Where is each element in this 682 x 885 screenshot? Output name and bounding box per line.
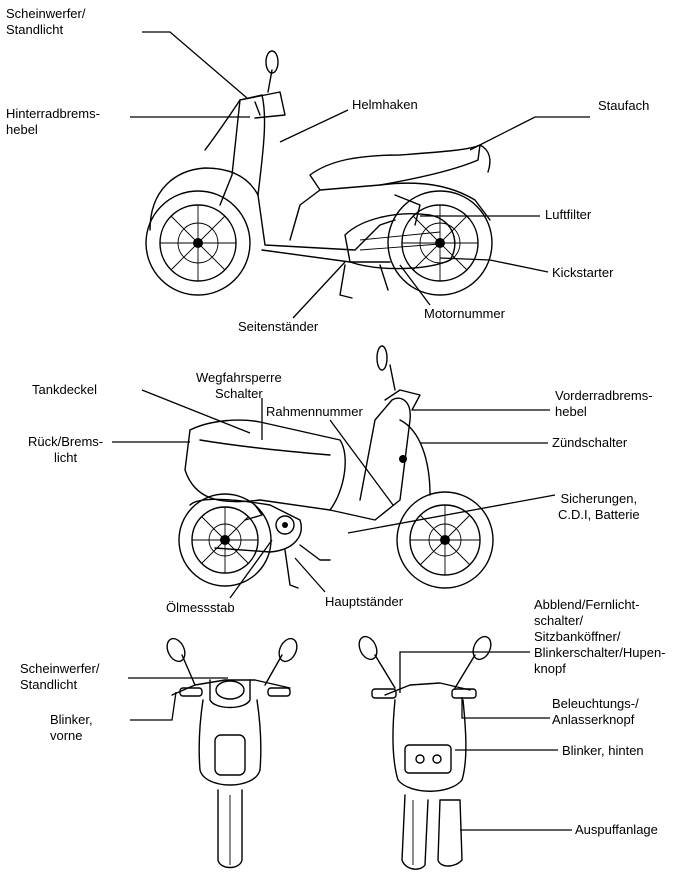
- label-line: Beleuchtungs-/: [552, 696, 639, 711]
- label-line: Ölmessstab: [166, 600, 235, 615]
- label-line: knopf: [534, 661, 566, 676]
- label-scheinwerfer-standlicht-top: Scheinwerfer/ Standlicht: [6, 6, 85, 38]
- label-line: Zündschalter: [552, 435, 628, 450]
- label-line: Sitzbanköffner/: [534, 629, 621, 644]
- label-line: Blinkerschalter/Hupen-: [534, 645, 666, 660]
- label-line: Wegfahrsperre: [196, 370, 282, 385]
- label-line: Hinterradbrems-: [6, 106, 100, 121]
- label-line: Standlicht: [6, 22, 64, 37]
- label-sicherungen-cdi-batterie: Sicherungen, C.D.I, Batterie: [558, 491, 640, 523]
- label-line: Standlicht: [20, 677, 78, 692]
- label-line: Rück/Brems-: [28, 434, 104, 449]
- label-scheinwerfer-standlicht-bottom: Scheinwerfer/ Standlicht: [20, 661, 99, 693]
- label-line: Anlasserknopf: [552, 712, 635, 727]
- label-vorderradbremshebel: Vorderradbrems- hebel: [555, 388, 653, 420]
- label-zuendschalter: Zündschalter: [552, 435, 627, 451]
- label-line: Rahmennummer: [266, 404, 363, 419]
- label-line: hebel: [555, 404, 587, 419]
- label-line: C.D.I, Batterie: [558, 507, 640, 522]
- label-rahmennummer: Rahmennummer: [266, 404, 363, 420]
- label-wegfahrsperre-schalter: Wegfahrsperre Schalter: [196, 370, 282, 402]
- label-blinker-hinten: Blinker, hinten: [562, 743, 644, 759]
- label-line: Tankdeckel: [32, 382, 98, 397]
- label-motornummer: Motornummer: [424, 306, 505, 322]
- scooter-front-view: [166, 637, 298, 869]
- label-rueck-bremslicht: Rück/Brems- licht: [28, 434, 103, 466]
- label-line: vorne: [50, 728, 83, 743]
- leader-lines: [112, 31, 590, 831]
- label-line: Kickstarter: [552, 265, 614, 280]
- label-staufach: Staufach: [598, 98, 649, 114]
- label-line: Hauptständer: [325, 594, 404, 609]
- label-line: Scheinwerfer/: [20, 661, 100, 676]
- label-line: Scheinwerfer/: [6, 6, 86, 21]
- label-helmhaken: Helmhaken: [352, 97, 418, 113]
- label-hinterradbremshebel: Hinterradbrems- hebel: [6, 106, 100, 138]
- label-line: hebel: [6, 122, 38, 137]
- label-line: Seitenständer: [238, 319, 319, 334]
- label-line: Blinker,: [50, 712, 93, 727]
- label-abblend-fernlichtschalter: Abblend/Fernlicht- schalter/ Sitzbanköff…: [534, 597, 666, 677]
- label-auspuffanlage: Auspuffanlage: [575, 822, 658, 838]
- label-line: Helmhaken: [352, 97, 418, 112]
- label-beleuchtungs-anlasserknopf: Beleuchtungs-/ Anlasserknopf: [552, 696, 639, 728]
- scooter-rear-view: [358, 635, 492, 870]
- label-oelmessstab: Ölmessstab: [166, 600, 235, 616]
- label-line: Sicherungen,: [560, 491, 638, 506]
- label-line: Blinker, hinten: [562, 743, 644, 758]
- label-hauptstaender: Hauptständer: [325, 594, 403, 610]
- label-line: Staufach: [598, 98, 650, 113]
- label-line: schalter/: [534, 613, 584, 628]
- label-line: Schalter: [215, 386, 263, 401]
- label-line: Luftfilter: [545, 207, 592, 222]
- label-line: Auspuffanlage: [575, 822, 658, 837]
- label-blinker-vorne: Blinker, vorne: [50, 712, 93, 744]
- label-tankdeckel: Tankdeckel: [32, 382, 97, 398]
- scooter-side-view-right: [178, 345, 494, 589]
- scooter-side-view-left: [145, 50, 493, 299]
- label-line: Motornummer: [424, 306, 505, 321]
- label-kickstarter: Kickstarter: [552, 265, 613, 281]
- label-line: licht: [54, 450, 78, 465]
- label-seitenstaender: Seitenständer: [238, 319, 318, 335]
- label-line: Abblend/Fernlicht-: [534, 597, 640, 612]
- label-luftfilter: Luftfilter: [545, 207, 591, 223]
- label-line: Vorderradbrems-: [555, 388, 653, 403]
